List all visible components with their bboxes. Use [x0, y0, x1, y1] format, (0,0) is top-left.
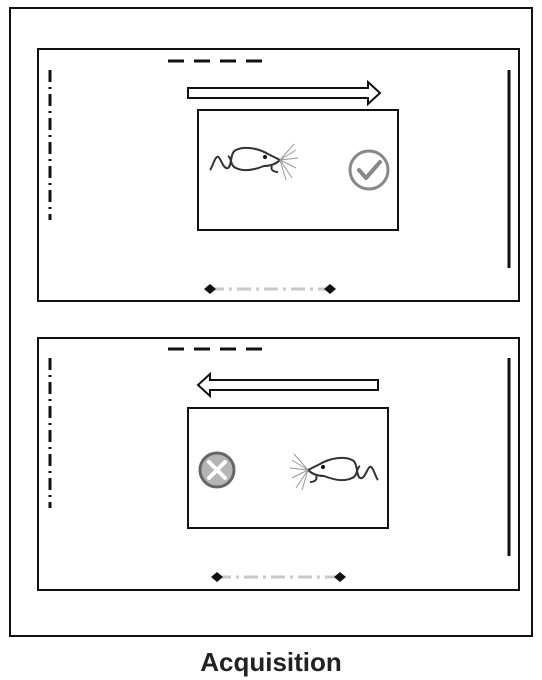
figure-caption: Acquisition: [0, 644, 542, 680]
outer-frame: [10, 8, 532, 636]
arena-frame: [38, 49, 519, 301]
rat-icon: [210, 144, 298, 180]
panel-1: [38, 49, 519, 301]
cross-icon: [200, 453, 234, 487]
rat-icon: [290, 454, 378, 490]
arrow-right-icon: [188, 82, 380, 104]
diagram-canvas: [0, 0, 542, 640]
bottom-bar: [204, 284, 336, 294]
arrow-left-icon: [198, 374, 378, 396]
arena-frame: [38, 338, 519, 590]
check-icon: [350, 151, 388, 189]
panel-2: [38, 338, 519, 590]
bottom-bar: [211, 572, 346, 582]
